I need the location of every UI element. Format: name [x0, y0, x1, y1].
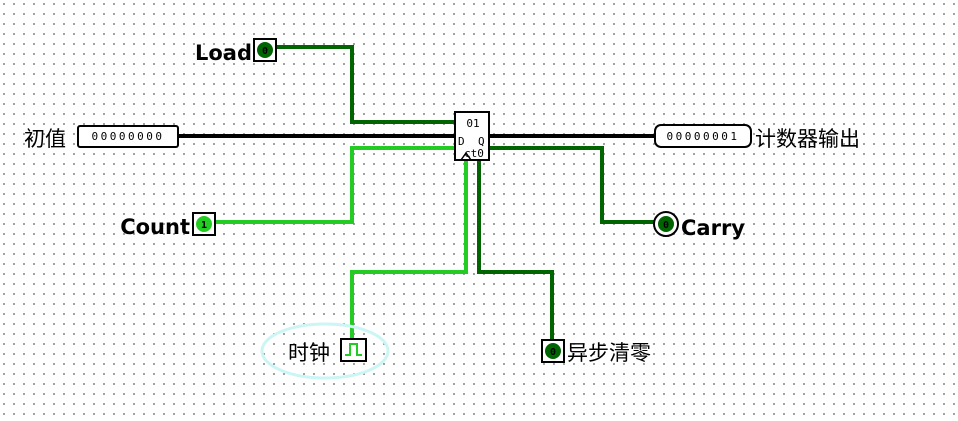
clock-triangle-icon — [460, 151, 472, 161]
initial-value-bits: 00000000 — [92, 130, 165, 143]
clock-label: 时钟 — [288, 341, 330, 365]
async-clear-input-pin[interactable]: 0 — [541, 339, 565, 363]
initial-value-label: 初值 — [24, 127, 66, 151]
count-wire[interactable] — [213, 146, 457, 224]
output-bits: 00000001 — [667, 130, 740, 143]
counter-output-label: 计数器输出 — [755, 127, 860, 151]
async-clear-label: 异步清零 — [567, 341, 651, 365]
load-label: Load — [195, 41, 252, 65]
counter-d-label: D — [458, 135, 465, 148]
carry-pin-value: 0 — [663, 220, 669, 231]
count-input-pin[interactable]: 1 — [192, 212, 216, 236]
count-pin-value: 1 — [201, 220, 207, 231]
carry-wire[interactable] — [487, 146, 657, 224]
carry-label: Carry — [681, 216, 745, 240]
counter-component[interactable]: 01 D Q ct0 — [454, 111, 490, 161]
clock-wire[interactable] — [350, 158, 468, 341]
clock-selection-highlight — [260, 322, 390, 380]
clear-wire[interactable] — [477, 158, 554, 342]
load-pin-value: 0 — [262, 46, 268, 57]
counter-value-label: 01 — [466, 117, 479, 130]
clock-input[interactable] — [340, 338, 367, 362]
counter-q-label: Q — [478, 135, 485, 148]
counter-output-probe[interactable]: 00000001 — [654, 124, 752, 148]
clear-pin-value: 0 — [550, 347, 556, 358]
square-wave-icon — [345, 343, 362, 356]
load-wire[interactable] — [274, 45, 457, 124]
carry-output-led[interactable]: 0 — [653, 211, 679, 237]
initial-value-input[interactable]: 00000000 — [77, 125, 179, 148]
count-label: Count — [120, 215, 190, 239]
load-input-pin[interactable]: 0 — [253, 38, 277, 62]
